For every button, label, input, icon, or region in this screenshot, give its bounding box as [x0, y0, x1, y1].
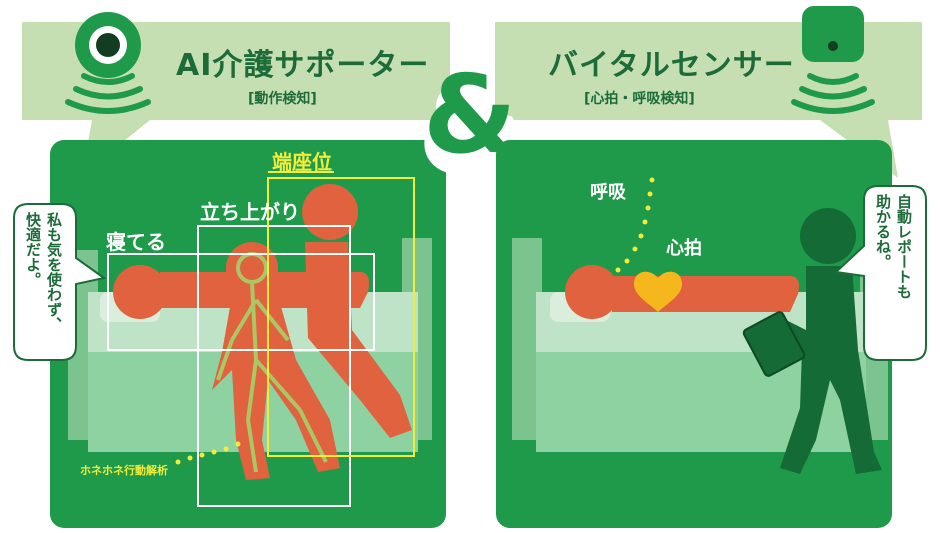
frame-lying — [107, 253, 375, 351]
right-bubble-shape — [833, 185, 927, 361]
left-bubble-text: 私も気を使わず、 快適だよ。 — [22, 212, 64, 354]
sensor-icon — [791, 6, 875, 114]
frame-standing — [197, 225, 351, 507]
right-bubble-line2: 助かるね。 — [874, 194, 892, 269]
camera-icon — [65, 12, 151, 114]
frame-sitting — [267, 177, 415, 457]
label-sitting: 端座位 — [272, 150, 332, 174]
label-heartbeat: 心拍 — [666, 238, 702, 259]
right-subtitle: [心拍・呼吸検知] — [584, 91, 695, 107]
label-breathing: 呼吸 — [590, 182, 626, 203]
left-bubble-shape — [13, 203, 107, 361]
left-bubble-line1: 私も気を使わず、 — [45, 212, 63, 332]
ampersand: & — [422, 53, 518, 178]
breathing-dots — [615, 177, 655, 273]
label-sleeping: 寝てる — [106, 230, 166, 254]
left-subtitle: [動作検知] — [248, 91, 317, 107]
caregiver — [770, 208, 882, 474]
right-title: バイタルセンサー — [548, 48, 795, 83]
right-bubble-line1: 自動レポートも — [895, 194, 913, 299]
clipboard — [742, 311, 806, 377]
skeleton-lines — [216, 252, 328, 473]
analysis-dots — [175, 441, 241, 465]
left-title: AI介護サポーター — [176, 48, 430, 83]
label-standing: 立ち上がり — [200, 200, 300, 224]
label-bone-analysis: ホネホネ行動解析 — [80, 464, 168, 477]
heart-icon — [634, 271, 682, 312]
left-bubble-line2: 快適だよ。 — [24, 212, 42, 287]
right-bubble-text: 自動レポートも 助かるね。 — [872, 194, 914, 354]
